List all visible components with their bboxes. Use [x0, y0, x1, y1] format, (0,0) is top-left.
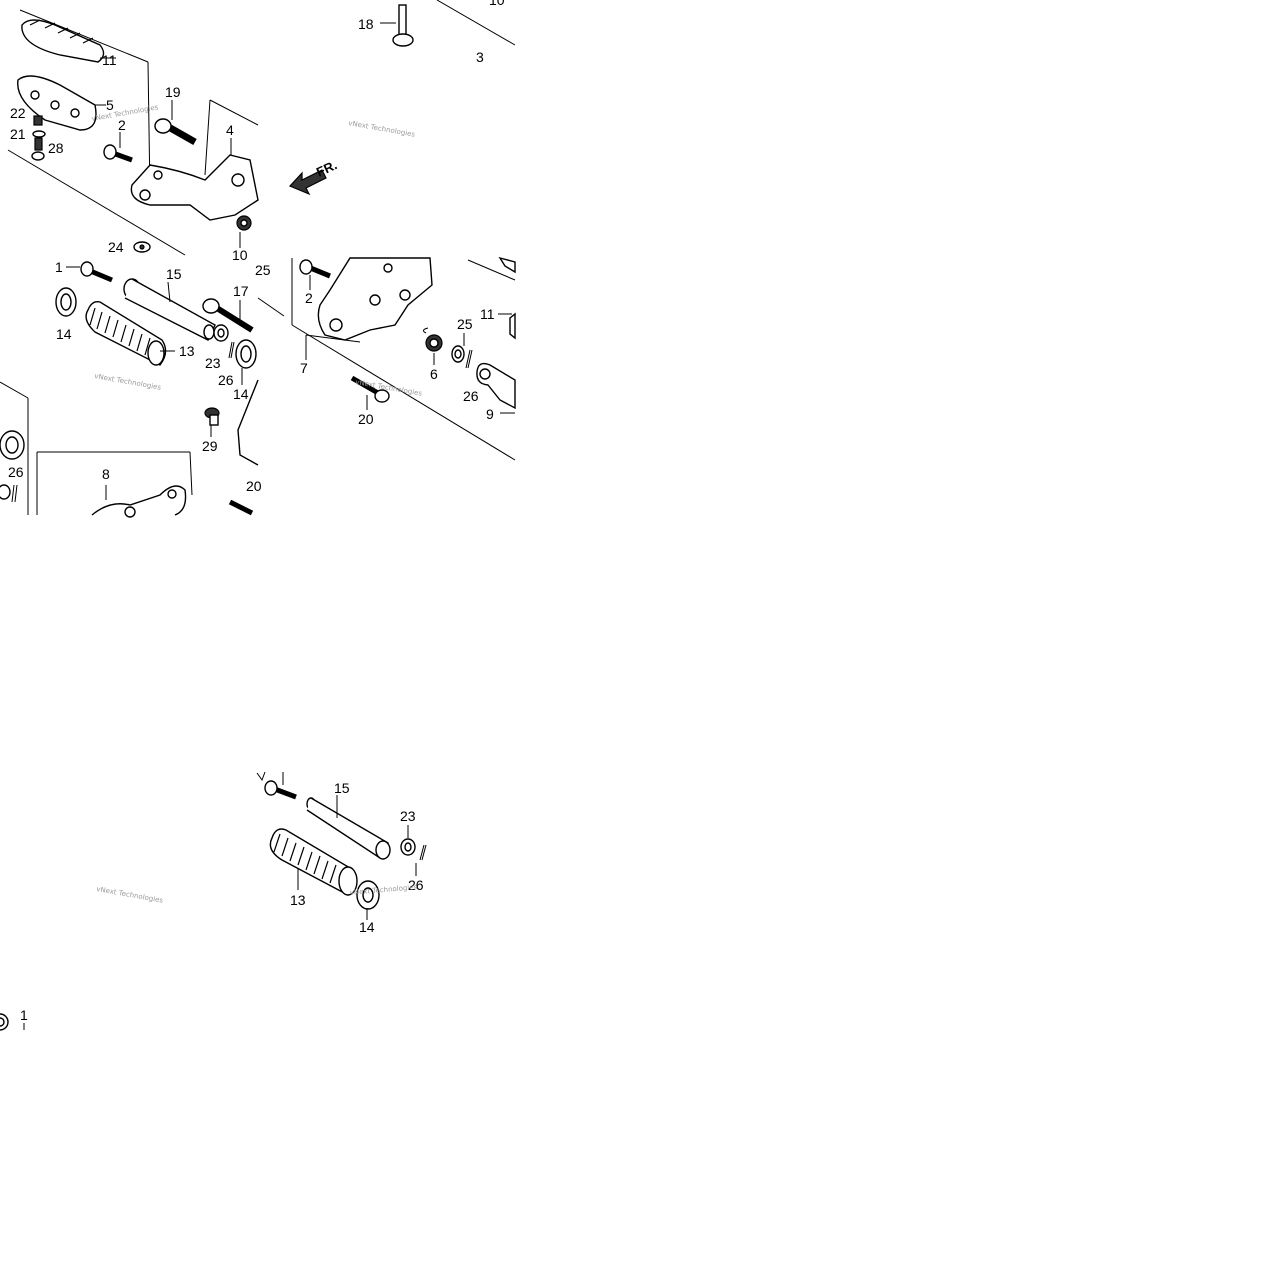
bracket-7 — [305, 257, 433, 360]
pin-1 — [66, 261, 113, 283]
collar-partial — [0, 430, 25, 503]
callout-2b: 2 — [305, 290, 313, 306]
grip-13b — [269, 828, 358, 896]
bolt-20b — [350, 375, 390, 410]
callout-9: 9 — [486, 406, 494, 422]
washer-21 — [32, 130, 46, 138]
panel-rear-footpeg-right — [291, 256, 516, 461]
watermark-5: vNext Technologies — [96, 885, 164, 905]
washer-23a — [213, 324, 229, 342]
callout-14c: 14 — [359, 919, 375, 935]
callout-26a: 26 — [218, 372, 234, 388]
front-direction-arrow — [288, 169, 327, 196]
front-direction-label: FR. — [314, 157, 339, 179]
bolt-19 — [154, 100, 197, 146]
corner-mark — [256, 771, 266, 782]
callout-23a: 23 — [205, 355, 221, 371]
callout-26b: 26 — [8, 464, 24, 480]
callout-17: 17 — [233, 283, 249, 299]
washer-23b — [400, 825, 416, 856]
panel-footpeg-pivot — [256, 771, 427, 920]
pin-2b — [299, 259, 331, 290]
panel-rear-footpeg-left — [0, 261, 285, 518]
watermark-2: vNext Technologies — [348, 119, 416, 139]
cotter-pin-26d — [419, 844, 427, 861]
bolt-29 — [204, 407, 220, 437]
callout-10a: 10 — [489, 0, 505, 8]
bracket-partial-top — [498, 256, 516, 274]
callout-8: 8 — [102, 466, 110, 482]
callout-22: 22 — [10, 105, 26, 121]
cotter-pin-26a — [228, 341, 235, 359]
bolt-18 — [380, 4, 414, 47]
callout-10b: 10 — [232, 247, 248, 263]
spring-6 — [422, 327, 443, 365]
callout-25b: 25 — [457, 316, 473, 332]
callout-5: 5 — [106, 97, 114, 113]
callout-3: 3 — [476, 49, 484, 65]
callout-15b: 15 — [334, 780, 350, 796]
callout-1b: 1 — [20, 1007, 28, 1023]
nut-22 — [33, 115, 43, 126]
footpeg-plate-5 — [17, 75, 106, 131]
washer-14b — [235, 339, 257, 385]
callout-26c: 26 — [463, 388, 479, 404]
bracket-partial — [237, 379, 259, 466]
callout-15a: 15 — [166, 266, 182, 282]
grip-13a — [85, 300, 175, 366]
callout-11a: 11 — [102, 52, 117, 68]
washer-14a — [55, 287, 77, 317]
bolt-17 — [202, 298, 254, 333]
arm-9 — [476, 362, 516, 414]
pin-1-lower — [264, 780, 297, 800]
washer-14c — [356, 880, 380, 920]
remnant-bottom-left — [0, 1013, 25, 1031]
footpeg-rubber-11b — [498, 312, 516, 340]
bolt-20a — [228, 499, 254, 516]
bracket-4 — [130, 138, 259, 221]
callout-labels: 18 10 3 11 5 19 22 2 4 21 28 24 10 25 1 … — [8, 0, 505, 1023]
callout-14b: 14 — [233, 386, 249, 402]
callout-1: 1 — [55, 259, 63, 275]
callout-24: 24 — [108, 239, 124, 255]
callout-13a: 13 — [179, 343, 195, 359]
callout-7: 7 — [300, 360, 308, 376]
callout-21: 21 — [10, 126, 26, 142]
shaft-15a — [123, 278, 216, 341]
bracket-8 — [91, 485, 187, 518]
callout-6: 6 — [430, 366, 438, 382]
callout-26d: 26 — [408, 877, 424, 893]
callout-20a: 20 — [246, 478, 262, 494]
callout-2a: 2 — [118, 117, 126, 133]
cotter-pin-26c — [465, 349, 473, 369]
bolt-28 — [31, 137, 45, 161]
callout-29: 29 — [202, 438, 218, 454]
spring-10 — [236, 215, 252, 248]
nut-24 — [133, 241, 151, 253]
callout-25a: 25 — [255, 262, 271, 278]
washer-25b — [451, 333, 465, 363]
callout-18: 18 — [358, 16, 374, 32]
footpeg-rubber-11 — [21, 19, 116, 63]
callout-28: 28 — [48, 140, 64, 156]
callout-11b: 11 — [480, 306, 495, 322]
callout-23b: 23 — [400, 808, 416, 824]
callout-4: 4 — [226, 122, 234, 138]
watermark-3: vNext Technologies — [94, 372, 162, 392]
panel-front-footpeg — [7, 0, 516, 256]
pin-2 — [103, 132, 133, 163]
callout-19: 19 — [165, 84, 181, 100]
shaft-15b — [306, 795, 391, 860]
callout-14a: 14 — [56, 326, 72, 342]
callout-13b: 13 — [290, 892, 306, 908]
callout-20b: 20 — [358, 411, 374, 427]
